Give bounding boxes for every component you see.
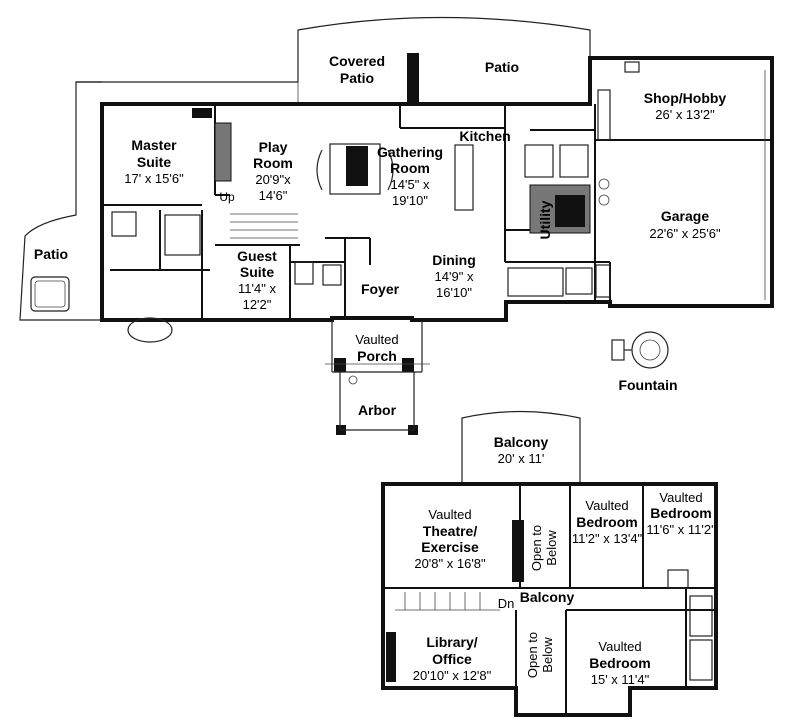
bed3-label-1: Vaulted	[598, 639, 641, 654]
gathering-label-1: Gathering	[377, 144, 443, 160]
play-label-1: Play	[259, 139, 288, 155]
library-label-1: Library/	[426, 634, 477, 650]
fountain-label: Fountain	[618, 377, 677, 393]
library-dims: 20'10" x 12'8"	[413, 668, 492, 683]
covered-patio-label-1: Covered	[329, 53, 385, 69]
play-label-2: Room	[253, 155, 293, 171]
main-house-walls	[100, 56, 774, 322]
dining-dims-2: 16'10"	[436, 285, 472, 300]
dining-table-icon	[316, 143, 394, 195]
balcony-top-outline	[461, 410, 581, 484]
room-labels: Covered Patio Patio Shop/Hobby 26' x 13'…	[34, 53, 727, 687]
open-below-2-line1: Open to	[525, 632, 540, 678]
porch-label-1: Vaulted	[355, 332, 398, 347]
patio-left-label: Patio	[34, 246, 68, 262]
dining-label: Dining	[432, 252, 476, 268]
kitchen-label: Kitchen	[459, 128, 510, 144]
open-below-1-line1: Open to	[529, 525, 544, 571]
arbor-label: Arbor	[358, 402, 397, 418]
shop-dims: 26' x 13'2"	[655, 107, 715, 122]
dn-label: Dn	[498, 596, 515, 611]
guest-label-2: Suite	[240, 264, 274, 280]
master-label-1: Master	[131, 137, 177, 153]
gathering-dims-1: 14'5" x	[391, 177, 430, 192]
bed2-dims: 11'6" x 11'2"	[646, 522, 716, 537]
bed1-label-2: Bedroom	[576, 514, 637, 530]
arbor-outline	[339, 372, 415, 431]
master-dims: 17' x 15'6"	[124, 171, 184, 186]
gathering-dims-2: 19'10"	[392, 193, 428, 208]
utility-label: Utility	[537, 200, 553, 239]
stair-up-icon	[230, 213, 298, 239]
fountain-icon	[611, 331, 669, 369]
bed3-dims: 15' x 11'4"	[591, 672, 650, 687]
dining-dims-1: 14'9" x	[435, 269, 474, 284]
garage-dims: 22'6" x 25'6"	[649, 226, 721, 241]
balcony-top-label: Balcony	[494, 434, 549, 450]
guest-dims-1: 11'4" x	[238, 281, 276, 296]
wall-blocks	[192, 53, 591, 435]
second-floor	[381, 410, 718, 717]
theatre-label-1: Vaulted	[428, 507, 471, 522]
library-label-2: Office	[432, 651, 472, 667]
bed1-dims: 11'2" x 13'4"	[572, 531, 643, 546]
porch-label-2: Porch	[357, 348, 397, 364]
patio-outline	[297, 16, 591, 104]
bed2-label-2: Bedroom	[650, 505, 711, 521]
balcony-mid-label: Balcony	[520, 589, 575, 605]
theatre-label-2: Theatre/	[423, 523, 478, 539]
fixtures	[111, 61, 766, 385]
open-below-2-line2: Below	[540, 637, 555, 673]
garage-label: Garage	[661, 208, 709, 224]
first-floor	[19, 16, 774, 435]
guest-label-1: Guest	[237, 248, 277, 264]
open-below-1-line2: Below	[544, 530, 559, 566]
theatre-label-3: Exercise	[421, 539, 479, 555]
hot-tub	[30, 276, 70, 312]
play-dims-1: 20'9"x	[255, 172, 291, 187]
play-dims-2: 14'6"	[259, 188, 288, 203]
up-label: Up	[219, 190, 235, 204]
covered-patio-label-2: Patio	[340, 70, 374, 86]
upper-floor-walls	[381, 482, 718, 717]
master-label-2: Suite	[137, 154, 171, 170]
guest-dims-2: 12'2"	[243, 297, 272, 312]
bed2-label-1: Vaulted	[659, 490, 702, 505]
theatre-dims: 20'8" x 16'8"	[414, 556, 486, 571]
patio-top-label: Patio	[485, 59, 519, 75]
bathtub-icon	[127, 317, 173, 343]
foyer-label: Foyer	[361, 281, 400, 297]
shop-label: Shop/Hobby	[644, 90, 727, 106]
left-patio-outline	[19, 81, 102, 321]
gathering-label-2: Room	[390, 160, 430, 176]
balcony-top-dims: 20' x 11'	[498, 451, 545, 466]
porch-outline	[331, 320, 423, 373]
stair-down-icon	[395, 592, 500, 611]
bed3-label-2: Bedroom	[589, 655, 650, 671]
bed1-label-1: Vaulted	[585, 498, 628, 513]
